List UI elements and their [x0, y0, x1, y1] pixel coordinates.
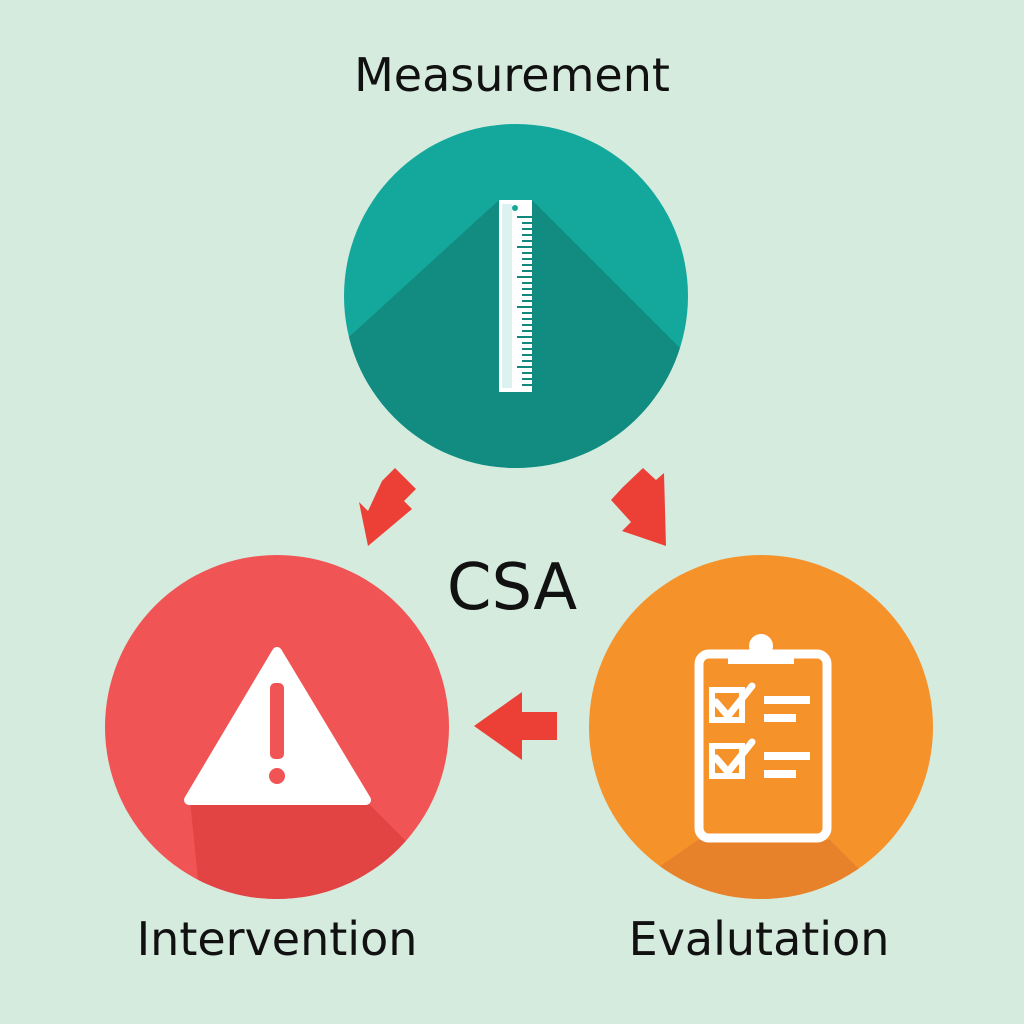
center-label: CSA — [446, 551, 578, 625]
measurement-shadow — [344, 200, 688, 468]
warning-triangle-icon — [184, 647, 371, 805]
evaluation-circle — [589, 555, 933, 899]
measurement-node — [344, 124, 688, 468]
ruler-icon — [499, 200, 532, 392]
intervention-label: Intervention — [136, 912, 418, 966]
arrow-measurement-to-evaluation — [611, 468, 666, 546]
intervention-node — [105, 555, 449, 899]
intervention-shadow — [190, 800, 449, 899]
evaluation-label: Evalutation — [628, 912, 890, 966]
measurement-label: Measurement — [354, 48, 670, 102]
arrow-measurement-to-intervention — [359, 468, 416, 546]
clipboard-checklist-icon — [694, 634, 832, 843]
evaluation-node — [589, 555, 933, 899]
arrow-evaluation-to-intervention — [474, 692, 557, 760]
